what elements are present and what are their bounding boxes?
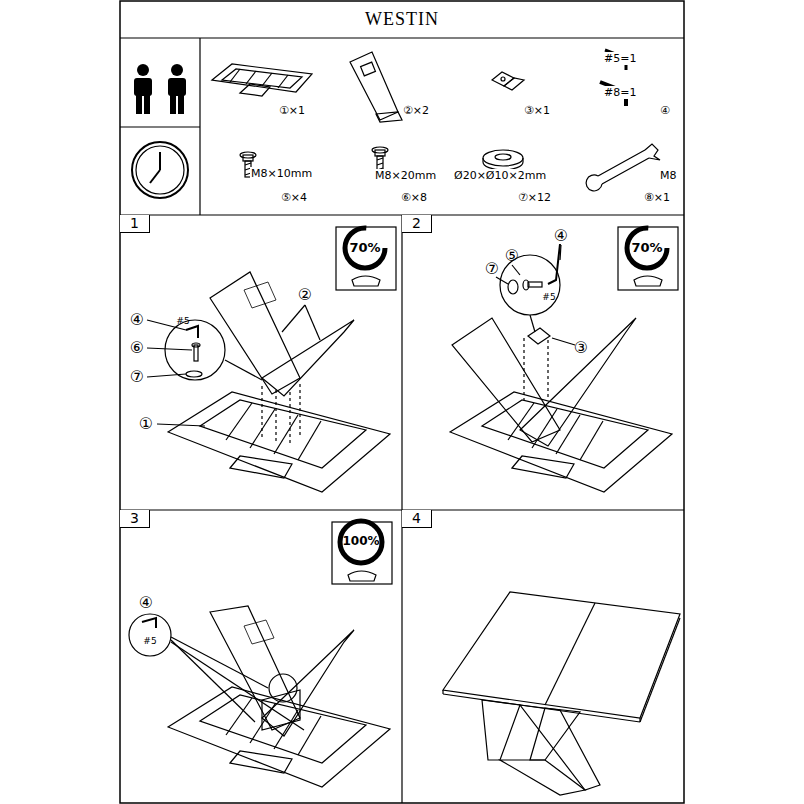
callout-label: ③: [574, 339, 588, 357]
callout-label: ⑤: [505, 247, 519, 265]
part-cell: Ø20×Ø10×2mm ⑦×12: [443, 127, 563, 215]
part-label: ⑧×1: [643, 191, 671, 204]
step-panel: 4: [402, 510, 684, 803]
callout-label: ⑦: [130, 368, 144, 386]
part-label: Ø20×Ø10×2mm: [453, 169, 547, 182]
part-label: #8=1: [603, 86, 637, 99]
part-cell: M8×20mm ⑥×8: [322, 127, 443, 215]
step-number: 1: [120, 215, 150, 233]
part-label: ②×2: [402, 104, 430, 117]
part-cell: ③×1: [443, 38, 563, 127]
callout-label: ④: [130, 311, 144, 329]
part-label: M8×10mm: [250, 167, 313, 180]
step-number: 4: [402, 510, 432, 528]
part-label: M8×20mm: [374, 169, 437, 182]
step-number: 2: [402, 215, 432, 233]
callout-label: ④: [554, 227, 568, 245]
part-cell: M8 ⑧×1: [563, 127, 684, 215]
callout-label: ④: [139, 594, 153, 612]
part-label: ⑥×8: [400, 191, 428, 204]
callout-label: 70%: [349, 241, 380, 255]
callout-label: #5: [143, 637, 156, 647]
part-label: ①×1: [278, 104, 306, 117]
callout-label: 70%: [631, 241, 662, 255]
part-cell: ①×1: [200, 38, 322, 127]
part-label: ④: [659, 104, 671, 117]
callout-label: ①: [139, 415, 153, 433]
callout-label: ②: [298, 286, 312, 304]
step-number: 3: [120, 510, 150, 528]
callout-label: #5: [176, 317, 189, 327]
sheet-title: WESTIN: [120, 1, 684, 38]
part-cell: M8×10mm ⑤×4: [200, 127, 322, 215]
part-label: #5=1: [603, 52, 637, 65]
part-cell: #5=1 #8=1 ④: [563, 38, 684, 127]
part-label: ⑤×4: [280, 191, 308, 204]
step-panel: 3: [120, 510, 402, 803]
callout-label: ⑦: [485, 260, 499, 278]
part-cell: ②×2: [322, 38, 443, 127]
step-panel: 2: [402, 215, 684, 510]
callout-label: 100%: [342, 535, 379, 548]
part-label: M8: [659, 169, 678, 182]
callout-label: #5: [542, 293, 555, 303]
step-panel: 1: [120, 215, 402, 510]
callout-label: ⑥: [130, 339, 144, 357]
part-label: ③×1: [523, 104, 551, 117]
part-label: ⑦×12: [517, 191, 552, 204]
